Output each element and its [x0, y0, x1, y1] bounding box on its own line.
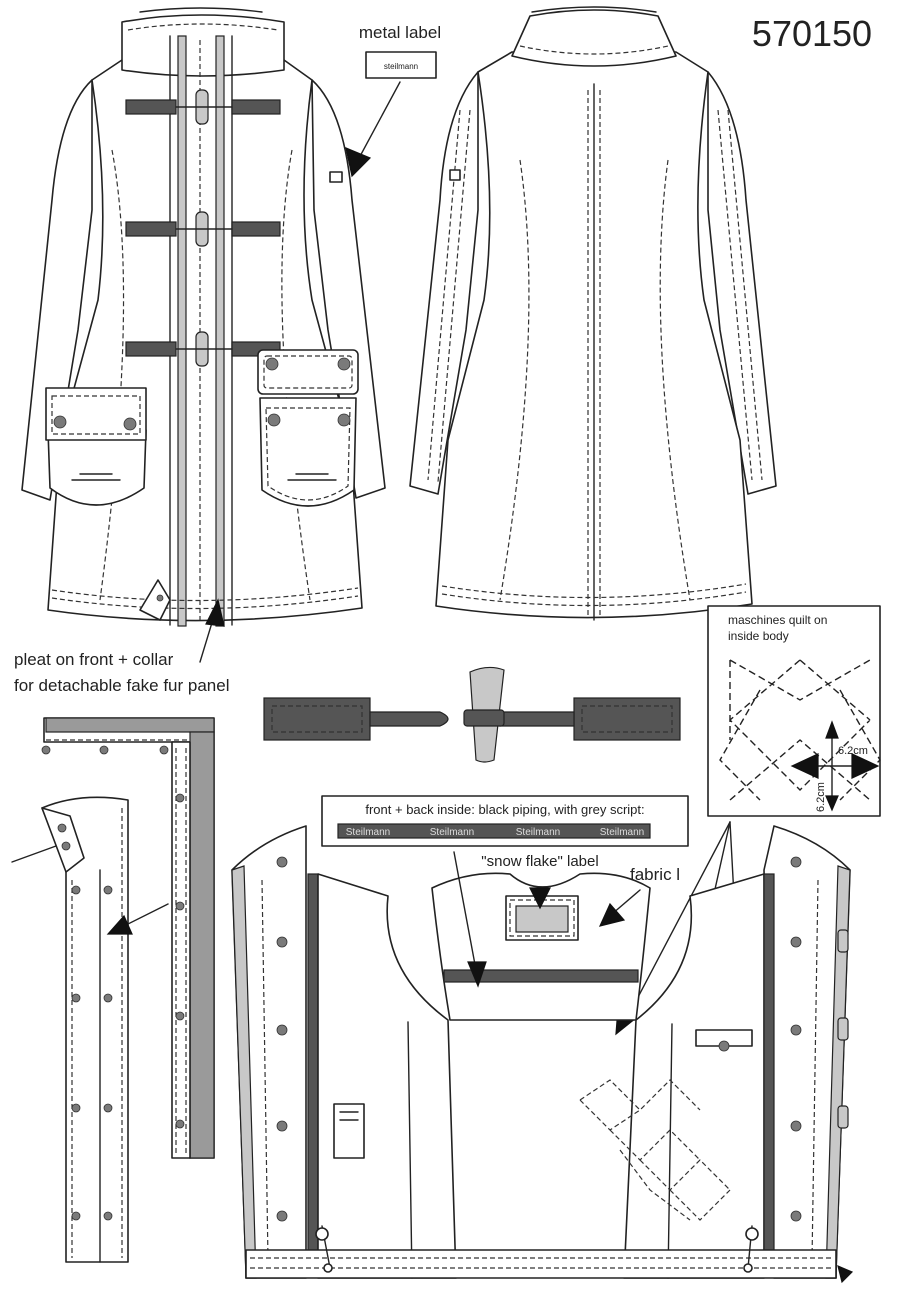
pleat-caption-line1: pleat on front + collar [14, 650, 174, 669]
metal-label-brand: steilmann [384, 62, 418, 71]
toggle-button-icon [125, 89, 281, 125]
metal-label-icon [365, 51, 437, 79]
coat-front-view [21, 7, 386, 627]
coat-back-view [409, 6, 777, 621]
collar-rib [139, 7, 263, 13]
piping-script: Steilmann [600, 827, 644, 838]
metal-label-leader [357, 81, 401, 161]
drawcord-stopper-left [315, 1225, 333, 1273]
collar-topstitch [127, 23, 279, 31]
press-stud-icon [53, 415, 67, 429]
piping-script: Steilmann [346, 827, 390, 838]
arrow-pointer-icon [851, 753, 880, 779]
front-pleat [139, 579, 171, 621]
arrow-pointer-icon [106, 914, 133, 935]
piping-script: Steilmann [430, 827, 474, 838]
piping-script: Steilmann [516, 827, 560, 838]
piping-note: front + back inside: black piping, with … [321, 795, 689, 847]
placket-stripe-left [177, 35, 187, 627]
quilt-dimension-horizontal: 6.2cm [838, 745, 868, 757]
pleat-caption-line2: for detachable fake fur panel [14, 676, 229, 695]
arrow-pointer-icon [837, 1264, 854, 1284]
inside-hem-band [245, 1249, 837, 1279]
arrow-pointer-icon [467, 961, 487, 988]
press-stud-icon [337, 357, 351, 371]
front-seam-right [281, 149, 311, 601]
front-left-sleeve [21, 79, 93, 501]
back-left-sleeve [409, 71, 479, 495]
collar-pleat-detail [11, 717, 215, 1263]
arrow-pointer-icon [345, 147, 372, 178]
metal-label-icon [329, 171, 343, 183]
quilt-detail-box: maschines quilt on inside body 6.2cm 6.2… [707, 605, 881, 817]
front-right-sleeve [311, 79, 386, 499]
press-stud-icon [267, 413, 281, 427]
arrow-pointer-icon [205, 598, 225, 627]
quilt-caption-line1: maschines quilt on [728, 613, 827, 627]
placket-stripe-right [215, 35, 225, 627]
front-left-pocket [45, 387, 147, 506]
toggle-detail [263, 666, 681, 763]
quilt-dimension-vertical: 6.2cm [815, 782, 827, 812]
metal-label-caption: metal label [359, 23, 441, 42]
front-seam-left [99, 149, 125, 601]
press-stud-icon [337, 413, 351, 427]
pocket-flap [257, 349, 359, 395]
toggle-button-icon [125, 211, 281, 247]
arrow-pointer-icon [825, 720, 839, 739]
drawcord-stopper-right [743, 1225, 759, 1273]
arrow-pointer-icon [825, 795, 839, 812]
inside-back-lining [431, 872, 651, 1021]
back-right-sleeve [707, 71, 777, 495]
front-right-pocket [257, 349, 359, 507]
press-stud-icon [123, 417, 137, 431]
toggle-button-icon [837, 929, 849, 1129]
snow-flake-caption: "snow flake" label [481, 853, 598, 870]
fabric-caption: fabric l [630, 865, 680, 884]
arrow-pointer-icon [529, 887, 551, 910]
arrow-pointer-icon [790, 753, 819, 779]
style-number: 570150 [752, 13, 872, 54]
metal-label-icon [449, 169, 461, 181]
front-collar [121, 14, 285, 77]
piping-strip [443, 969, 639, 983]
back-collar [511, 9, 677, 67]
arrow-pointer-icon [598, 902, 626, 927]
quilt-caption-line2: inside body [728, 629, 789, 643]
press-stud-icon [265, 357, 279, 371]
care-label-icon [333, 1103, 365, 1159]
coat-inside-view: "snow flake" label fabric l [231, 825, 854, 1284]
piping-caption: front + back inside: black piping, with … [365, 802, 644, 817]
